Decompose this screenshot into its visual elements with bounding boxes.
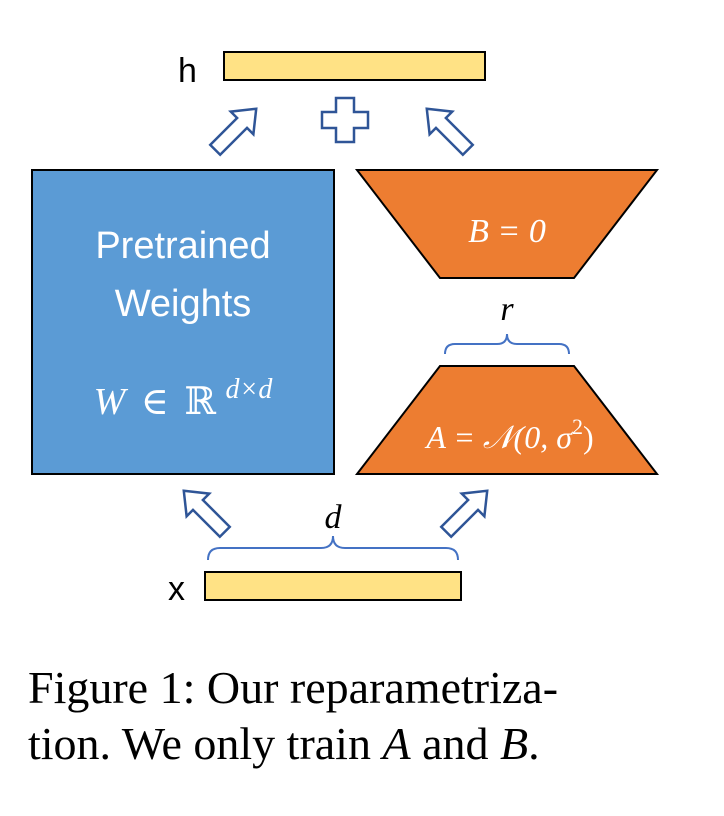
rank-brace [444,333,570,355]
arrow-pretrained-to-output-icon [208,107,258,157]
figure-caption: Figure 1: Our reparametriza- tion. We on… [28,660,708,772]
output-vector-h [223,51,486,81]
pretrained-label-line2: Weights [115,283,252,325]
caption-line1: Figure 1: Our reparametriza- [28,662,559,713]
arrow-input-to-pretrained-icon [182,489,232,539]
caption-line2: tion. We only train A and B. [28,718,540,769]
arrow-input-to-a-icon [439,489,489,539]
input-vector-x [204,571,462,601]
pretrained-label-line1: Pretrained [95,225,270,267]
dim-brace [207,535,459,561]
dim-label: d [325,499,343,536]
matrix-a-block [354,365,660,475]
matrix-b-block [354,169,660,279]
lora-diagram: h Pretrained Weights W ∈ ℝ d×d B = 0 r A… [31,51,660,608]
plus-icon [320,96,370,144]
output-label: h [178,52,197,90]
pretrained-formula: W ∈ ℝ d×d [94,374,274,423]
arrow-b-to-output-icon [425,107,475,157]
matrix-b-formula: B = 0 [468,213,546,250]
pretrained-weights-block [31,169,335,475]
matrix-a-formula: A = 𝒩(0, σ2) [424,414,593,455]
input-label: x [168,570,185,608]
rank-label: r [500,291,514,328]
